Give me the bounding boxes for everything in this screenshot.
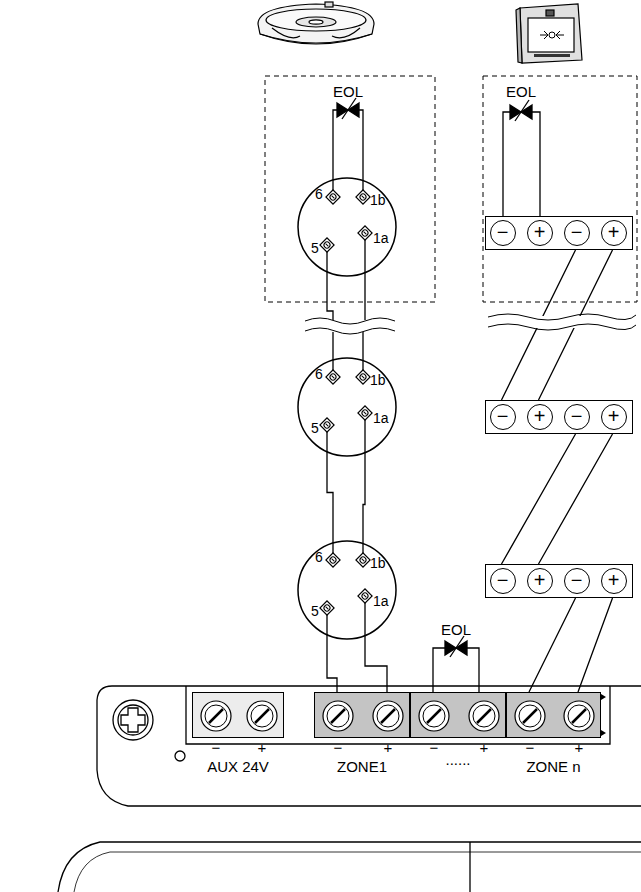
terminal-number: 6 <box>315 367 323 381</box>
panel-housing <box>58 686 641 892</box>
terminal-name: AUX 24V <box>183 759 293 775</box>
panel-terminal: −+ <box>410 692 506 738</box>
polarity-sign: − <box>206 740 226 756</box>
polarity-sign: − <box>564 568 590 594</box>
terminal-number: 1b <box>370 373 386 387</box>
zone-wire <box>327 640 387 692</box>
zone-wire <box>327 457 365 540</box>
polarity-sign: − <box>520 740 540 756</box>
polarity-sign: + <box>252 740 272 756</box>
manual-call-point-icon <box>516 4 582 63</box>
polarity-sign: + <box>569 740 589 756</box>
polarity-sign: + <box>601 220 627 246</box>
polarity-sign: + <box>527 220 553 246</box>
polarity-sign: + <box>474 740 494 756</box>
terminal-name: ZONE n <box>497 759 610 775</box>
terminal-name: ZONE1 <box>305 759 419 775</box>
eol-resistor <box>433 636 479 692</box>
terminal-screws <box>411 693 507 739</box>
terminal-number: 1a <box>373 411 389 425</box>
ellipsis-label: ...... <box>410 752 506 768</box>
terminal-number: 1a <box>373 594 389 608</box>
detector-base: 6 1b 5 1a <box>297 177 397 277</box>
eol-label: EOL <box>496 84 546 100</box>
call-point-terminal-block: −+−+ <box>485 216 633 250</box>
call-point-terminal-block: −+−+ <box>485 400 633 434</box>
terminal-screws <box>193 693 285 739</box>
cable-break <box>305 314 636 334</box>
panel-terminal: −+AUX 24V <box>192 692 284 738</box>
smoke-detector-icon <box>258 2 374 44</box>
call-point-terminal-block: −+−+ <box>485 564 633 598</box>
detector-base: 6 1b 5 1a <box>297 357 397 457</box>
terminal-screws <box>507 693 602 739</box>
polarity-sign: + <box>527 404 553 430</box>
panel-terminal: −+ZONE1 <box>314 692 410 738</box>
terminal-number: 5 <box>311 421 319 435</box>
detector-base-outline <box>297 357 397 457</box>
terminal-screws <box>315 693 411 739</box>
dashed-box <box>265 76 435 302</box>
polarity-sign: + <box>601 404 627 430</box>
polarity-sign: + <box>527 568 553 594</box>
terminal-number: 6 <box>315 550 323 564</box>
terminal-number: 1a <box>373 231 389 245</box>
eol-resistor <box>503 100 540 216</box>
zone-wire <box>502 434 613 564</box>
detector-base: 6 1b 5 1a <box>297 540 397 640</box>
polarity-sign: + <box>378 740 398 756</box>
terminal-number: 1b <box>370 193 386 207</box>
terminal-number: 5 <box>311 241 319 255</box>
polarity-sign: − <box>490 568 516 594</box>
dashed-box <box>483 76 637 302</box>
polarity-sign: + <box>601 568 627 594</box>
polarity-sign: − <box>490 404 516 430</box>
terminal-number: 5 <box>311 604 319 618</box>
panel-terminal: −+ZONE n <box>506 692 601 738</box>
polarity-sign: − <box>490 220 516 246</box>
eol-label: EOL <box>431 622 481 638</box>
zone-wire <box>529 598 613 692</box>
terminal-number: 6 <box>315 187 323 201</box>
polarity-sign: − <box>424 740 444 756</box>
polarity-sign: − <box>328 740 348 756</box>
polarity-sign: − <box>564 220 590 246</box>
detector-base-outline <box>297 177 397 277</box>
terminal-number: 1b <box>370 556 386 570</box>
detector-base-outline <box>297 540 397 640</box>
polarity-sign: − <box>564 404 590 430</box>
zone-wire <box>327 277 365 357</box>
eol-label: EOL <box>323 84 373 100</box>
eol-resistor <box>333 98 363 177</box>
